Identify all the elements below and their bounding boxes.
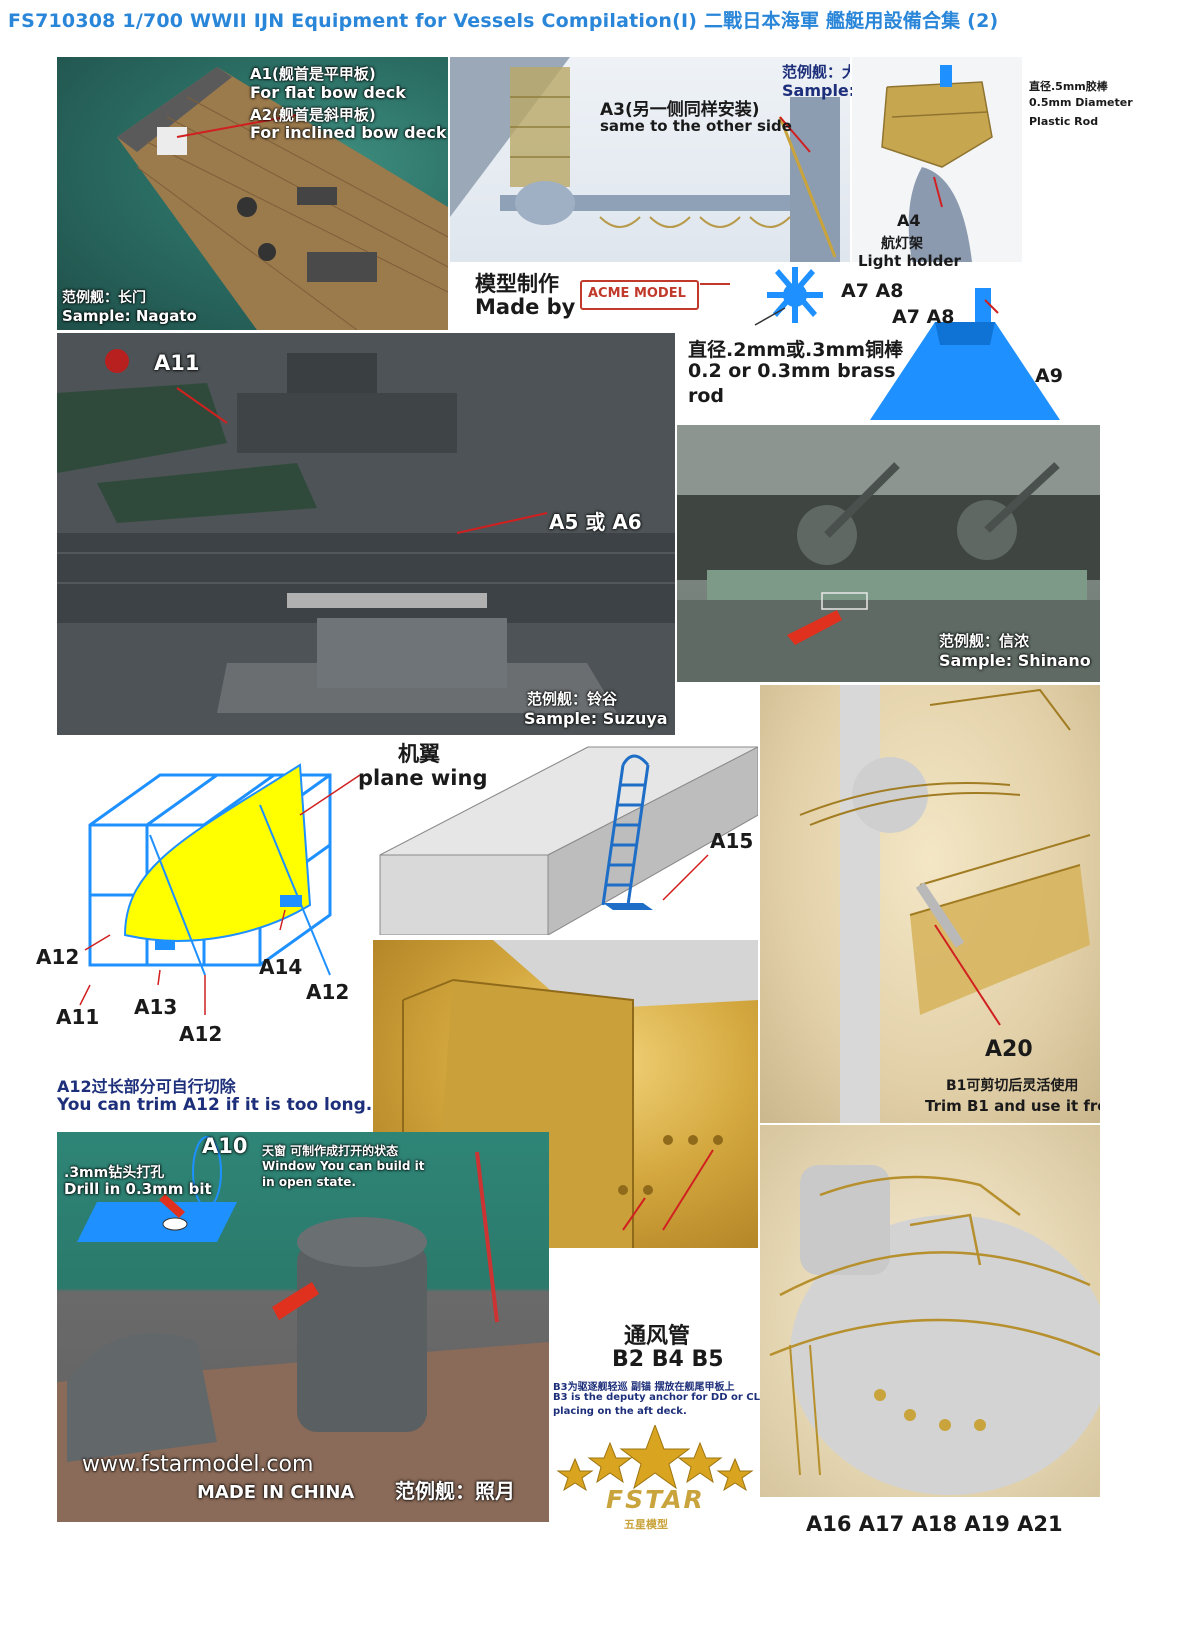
trim-a12-en: You can trim A12 if it is too long. [57,1095,373,1115]
fstar-logo-text: FSTAR [606,1485,705,1514]
vent-note-cn: B3为驱逐舰轻巡 副锚 摆放在舰尾甲板上 [553,1382,735,1393]
a4-en-label: Light holder [858,252,961,270]
shinano-ship-illustration [677,425,1100,682]
a1-en-label: For flat bow deck [250,83,406,102]
plane-wing-diagram [79,763,361,1015]
trim-a12-cn: A12过长部分可自行切除 [57,1077,236,1096]
drill-en: Drill in 0.3mm bit [64,1180,212,1198]
teruzuki-sample-cn: 范例舰：照月 [395,1479,515,1503]
brass-rod-cn: 直径.2mm或.3mm铜棒 [688,339,904,361]
wing-en-label: plane wing [358,766,488,790]
a16-a21-structure-illustration [769,1165,1100,1495]
bottom-a-labels: A16 A17 A18 A19 A21 [806,1512,1063,1536]
madeby-cn: 模型制作 [475,272,559,296]
a2-cn-label: A2(舰首是斜甲板) [250,106,376,124]
suzuya-ship-illustration [57,333,675,735]
window-en-1: Window You can build it [262,1159,425,1173]
vent-b-labels: B2 B4 B5 [612,1347,724,1372]
acme-logo: ACME MODEL [580,280,699,310]
yamato-sample-cn: 范例舰：大和 [782,63,850,81]
fstar-stars-icon [556,1425,754,1492]
a7a8-label-2: A7 A8 [892,306,955,328]
wing-a12-label-2: A12 [179,1022,223,1046]
a3-cn-label: A3(另一侧同样安装) [600,100,760,120]
nagato-sample-en: Sample: Nagato [62,307,197,325]
teruzuki-photo: A10 天窗 可制作成打开的状态 Window You can build it… [57,1132,549,1522]
suzuya-a11-label: A11 [154,351,200,375]
fstar-logo-cn: 五星模型 [624,1518,668,1531]
brass-rod-en-1: 0.2 or 0.3mm brass [688,360,896,382]
vent-note-en-2: placing on the aft deck. [553,1406,687,1417]
brass-vent-photo [373,940,758,1248]
wing-a11-label: A11 [56,1005,100,1029]
a20-trim-cn: B1可剪切后灵活使用 [946,1078,1079,1094]
teruzuki-ship-illustration [57,1136,549,1522]
a7a8-label-1: A7 A8 [841,280,904,302]
wing-a12-label-1: A12 [36,945,80,969]
a3-en-label: same to the other side [600,117,792,135]
wing-a14-label: A14 [259,955,303,979]
rod-cn-label: 直径.5mm胶棒 [1029,80,1108,93]
a4-label: A4 [897,211,921,230]
shinano-sample-en: Sample: Shinano [939,651,1091,670]
shinano-sample-cn: 范例舰：信浓 [939,632,1030,650]
vent-note-en-1: B3 is the deputy anchor for DD or CL, [553,1392,764,1403]
a15-label: A15 [710,829,754,853]
drill-cn: .3mm钻头打孔 [64,1165,165,1181]
a20-structure-illustration [799,685,1091,1123]
a1-cn-label: A1(舰首是平甲板) [250,65,376,83]
a10-label: A10 [202,1134,248,1158]
light-holder-illustration [881,65,993,262]
yamato-photo: A3(另一侧同样安装) same to the other side 范例舰：大… [450,57,850,262]
suzuya-a5a6-label: A5 或 A6 [549,510,642,534]
a20-trim-en: Trim B1 and use it freely [925,1097,1100,1115]
acme-logo-plane-icon [700,283,730,299]
website-link[interactable]: www.fstarmodel.com [82,1452,314,1477]
suzuya-sample-en: Sample: Suzuya [524,709,668,728]
vent-cn-label: 通风管 [624,1324,691,1349]
acme-logo-text: ACME MODEL [588,286,686,301]
suzuya-photo: A11 A5 或 A6 范例舰：铃谷 Sample: Suzuya [57,333,675,735]
wing-cn-label: 机翼 [398,742,440,766]
light-holder-photo [852,57,1022,262]
window-en-2: in open state. [262,1175,356,1189]
suzuya-sample-cn: 范例舰：铃谷 [527,690,618,708]
a4-cn-label: 航灯架 [881,236,923,252]
wing-a12-label-3: A12 [306,980,350,1004]
a20-photo: A20 B1可剪切后灵活使用 Trim B1 and use it freely [760,685,1100,1123]
a20-label: A20 [985,1037,1033,1062]
nagato-deck-illustration [117,67,448,330]
a2-en-label: For inclined bow deck [250,123,447,142]
nagato-sample-cn: 范例舰：长门 [62,290,146,306]
window-cn: 天窗 可制作成打开的状态 [262,1144,399,1158]
page-title: FS710308 1/700 WWII IJN Equipment for Ve… [8,10,999,32]
rod-en-label-2: Plastic Rod [1029,115,1099,128]
madeby-en: Made by [475,295,576,319]
a7-a9-parts-illustration [754,267,1060,420]
made-in-china: MADE IN CHINA [197,1482,355,1503]
wing-a13-label: A13 [134,995,178,1019]
brass-rod-en-2: rod [688,385,725,407]
a16-a21-photo [760,1125,1100,1497]
yamato-structure-illustration [450,57,840,262]
shinano-photo: 范例舰：信浓 Sample: Shinano [677,425,1100,682]
nagato-photo: A1(舰首是平甲板) For flat bow deck A2(舰首是斜甲板) … [57,57,448,330]
a9-label: A9 [1035,365,1063,387]
ladder-diagram [379,746,758,935]
rod-en-label-1: 0.5mm Diameter [1029,96,1133,109]
